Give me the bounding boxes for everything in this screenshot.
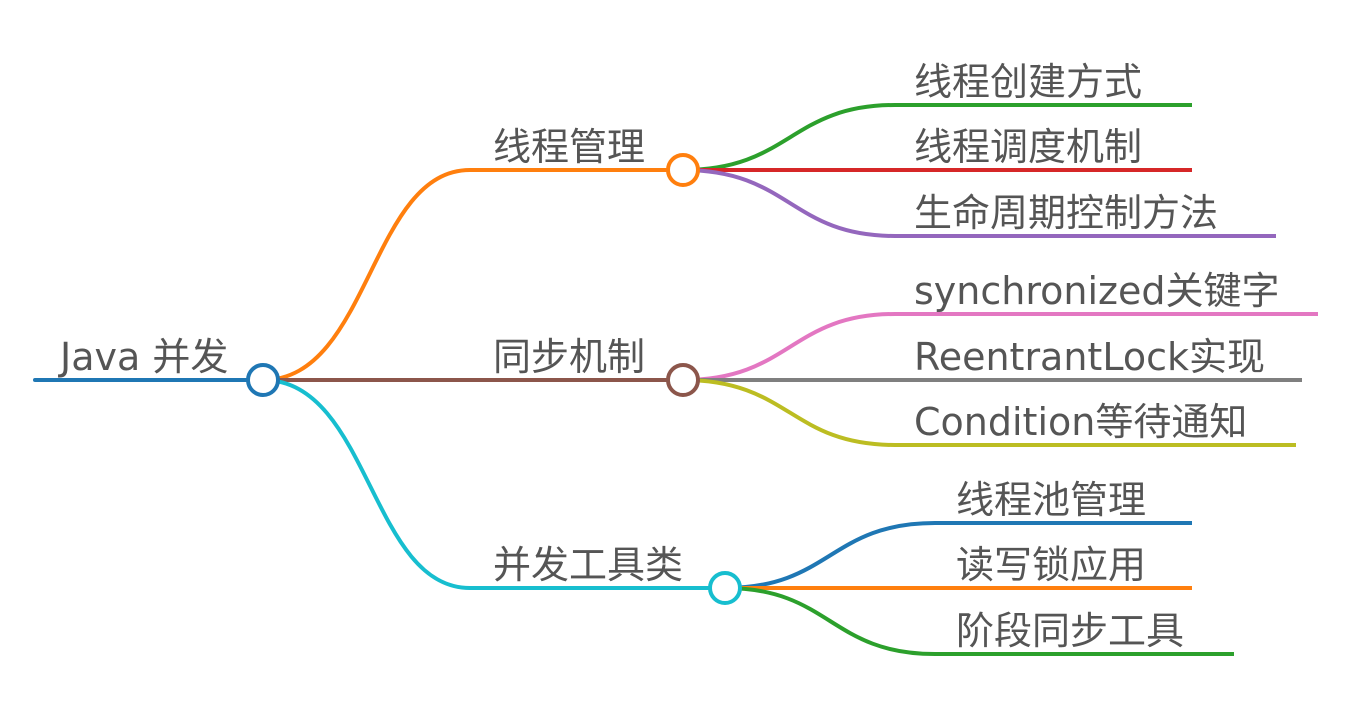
leaf-3-1-label: 线程池管理 (956, 478, 1146, 522)
edge-leaf-3-1 (724, 521, 1192, 590)
branch-1-node-circle[interactable] (666, 153, 700, 187)
root-label: Java 并发 (58, 335, 228, 379)
leaf-1-3-label: 生命周期控制方法 (914, 191, 1218, 235)
leaf-3-2-label: 读写锁应用 (956, 543, 1146, 587)
edge-leaf-2-1 (682, 312, 1318, 382)
branch-2-label: 同步机制 (493, 335, 645, 379)
leaf-1-2-label: 线程调度机制 (914, 125, 1142, 169)
edge-leaf-2-3 (682, 378, 1296, 447)
leaf-1-1-label: 线程创建方式 (914, 60, 1142, 104)
edge-leaf-3-3 (724, 586, 1234, 656)
root-node-circle[interactable] (246, 363, 280, 397)
branch-3-node-circle[interactable] (708, 571, 742, 605)
edge-leaf-1-3 (682, 168, 1276, 238)
leaf-2-2-label: ReentrantLock实现 (914, 335, 1265, 379)
branch-1-label: 线程管理 (493, 125, 645, 169)
branch-2-node-circle[interactable] (666, 363, 700, 397)
leaf-2-3-label: Condition等待通知 (914, 400, 1247, 444)
branch-3-label: 并发工具类 (493, 543, 683, 587)
leaf-2-1-label: synchronized关键字 (914, 269, 1279, 313)
leaf-3-3-label: 阶段同步工具 (956, 609, 1184, 653)
edge-leaf-1-1 (682, 103, 1192, 172)
edge-branch-3 (262, 378, 725, 590)
root-node[interactable]: Java 并发 (33, 335, 265, 382)
edge-branch-1 (262, 168, 683, 382)
